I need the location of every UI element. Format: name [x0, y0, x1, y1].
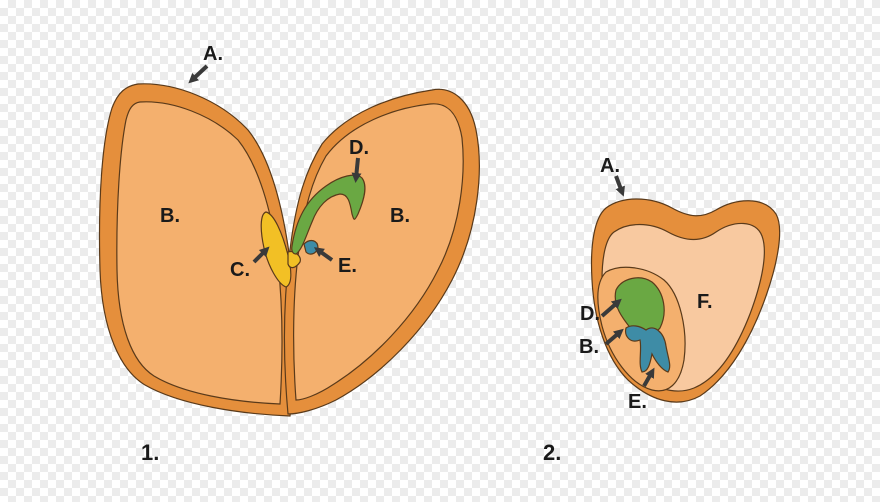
arrow-icon	[604, 328, 624, 346]
seed-1: A. B. B. C. D. E. 1.	[98, 43, 480, 465]
arrow-icon	[600, 298, 622, 318]
seed-1-hypocotyl	[260, 211, 292, 288]
arrow-icon	[614, 175, 625, 197]
seed-1-label-e: E.	[338, 255, 357, 277]
seed-2-number: 2.	[543, 440, 561, 465]
seed-2: A. D. B. E. F. 2.	[543, 155, 781, 465]
arrow-icon	[351, 157, 362, 183]
seed-1-left-cotyledon	[116, 101, 283, 405]
seed-1-plumule	[291, 174, 366, 255]
seed-1-label-c: C.	[230, 259, 250, 281]
seed-2-label-a: A.	[600, 155, 620, 177]
arrow-icon	[252, 246, 270, 264]
seed-1-label-a: A.	[203, 43, 223, 65]
seed-2-plumule	[614, 277, 665, 337]
seed-2-label-b: B.	[579, 336, 599, 358]
seed-1-label-b-right: B.	[390, 205, 410, 227]
seed-1-radicle	[303, 239, 319, 255]
seed-1-label-b-left: B.	[160, 205, 180, 227]
seed-1-number: 1.	[141, 440, 159, 465]
arrow-icon	[188, 64, 209, 84]
seed-2-label-e: E.	[628, 391, 647, 413]
arrow-icon	[642, 367, 655, 387]
seed-2-label-d: D.	[580, 303, 600, 325]
seed-1-right-cotyledon	[293, 103, 464, 401]
seed-1-label-d: D.	[349, 137, 369, 159]
seed-2-radicle	[625, 325, 671, 373]
seed-2-label-f: F.	[697, 291, 713, 313]
arrow-icon	[313, 247, 334, 262]
